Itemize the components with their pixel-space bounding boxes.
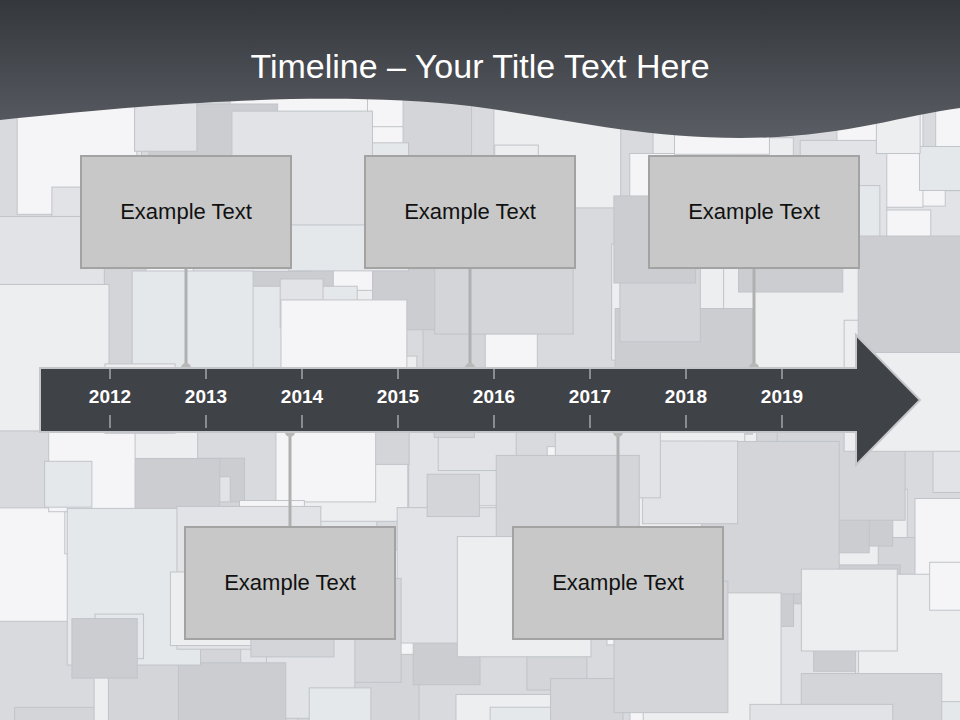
- year-tick: [302, 369, 303, 379]
- event-box: Example Text: [80, 155, 292, 269]
- event-box: Example Text: [364, 155, 576, 269]
- year-tick: [590, 415, 591, 428]
- timeline-connector: [181, 269, 191, 373]
- slide-title: Timeline – Your Title Text Here: [0, 42, 960, 90]
- arrow-outline: [40, 335, 920, 465]
- event-box: Example Text: [648, 155, 860, 269]
- year-tick: [494, 369, 495, 379]
- year-label: 2019: [761, 385, 803, 409]
- year-label: 2014: [281, 385, 323, 409]
- event-text: Example Text: [224, 569, 356, 597]
- event-box: Example Text: [184, 526, 396, 640]
- year-tick: [110, 415, 111, 428]
- timeline-arrow: 2012 2013 2014 2015 2016 2017 2018 2019: [40, 335, 920, 465]
- connector-line: [753, 269, 756, 368]
- year-label: 2017: [569, 385, 611, 409]
- year-tick: [398, 369, 399, 379]
- connector-line: [289, 432, 292, 526]
- timeline-connector: [749, 269, 759, 373]
- timeline-connector: [465, 269, 475, 373]
- year-tick: [782, 415, 783, 428]
- timeline-connector: [285, 427, 295, 526]
- timeline-connector: [613, 427, 623, 526]
- year-tick: [494, 415, 495, 428]
- connector-line: [617, 432, 620, 526]
- year-label: 2018: [665, 385, 707, 409]
- header-wave: [0, 0, 960, 138]
- year-tick: [206, 415, 207, 428]
- event-box: Example Text: [512, 526, 724, 640]
- year-tick: [206, 369, 207, 379]
- year-label: 2015: [377, 385, 419, 409]
- event-text: Example Text: [552, 569, 684, 597]
- connector-line: [469, 269, 472, 368]
- connector-line: [185, 269, 188, 368]
- year-tick: [590, 369, 591, 379]
- event-text: Example Text: [120, 198, 252, 226]
- year-label: 2013: [185, 385, 227, 409]
- year-label: 2012: [89, 385, 131, 409]
- year-label: 2016: [473, 385, 515, 409]
- event-text: Example Text: [404, 198, 536, 226]
- year-tick: [782, 369, 783, 379]
- event-text: Example Text: [688, 198, 820, 226]
- year-tick: [302, 415, 303, 428]
- year-tick: [398, 415, 399, 428]
- year-tick: [686, 415, 687, 428]
- year-tick: [686, 369, 687, 379]
- year-tick: [110, 369, 111, 379]
